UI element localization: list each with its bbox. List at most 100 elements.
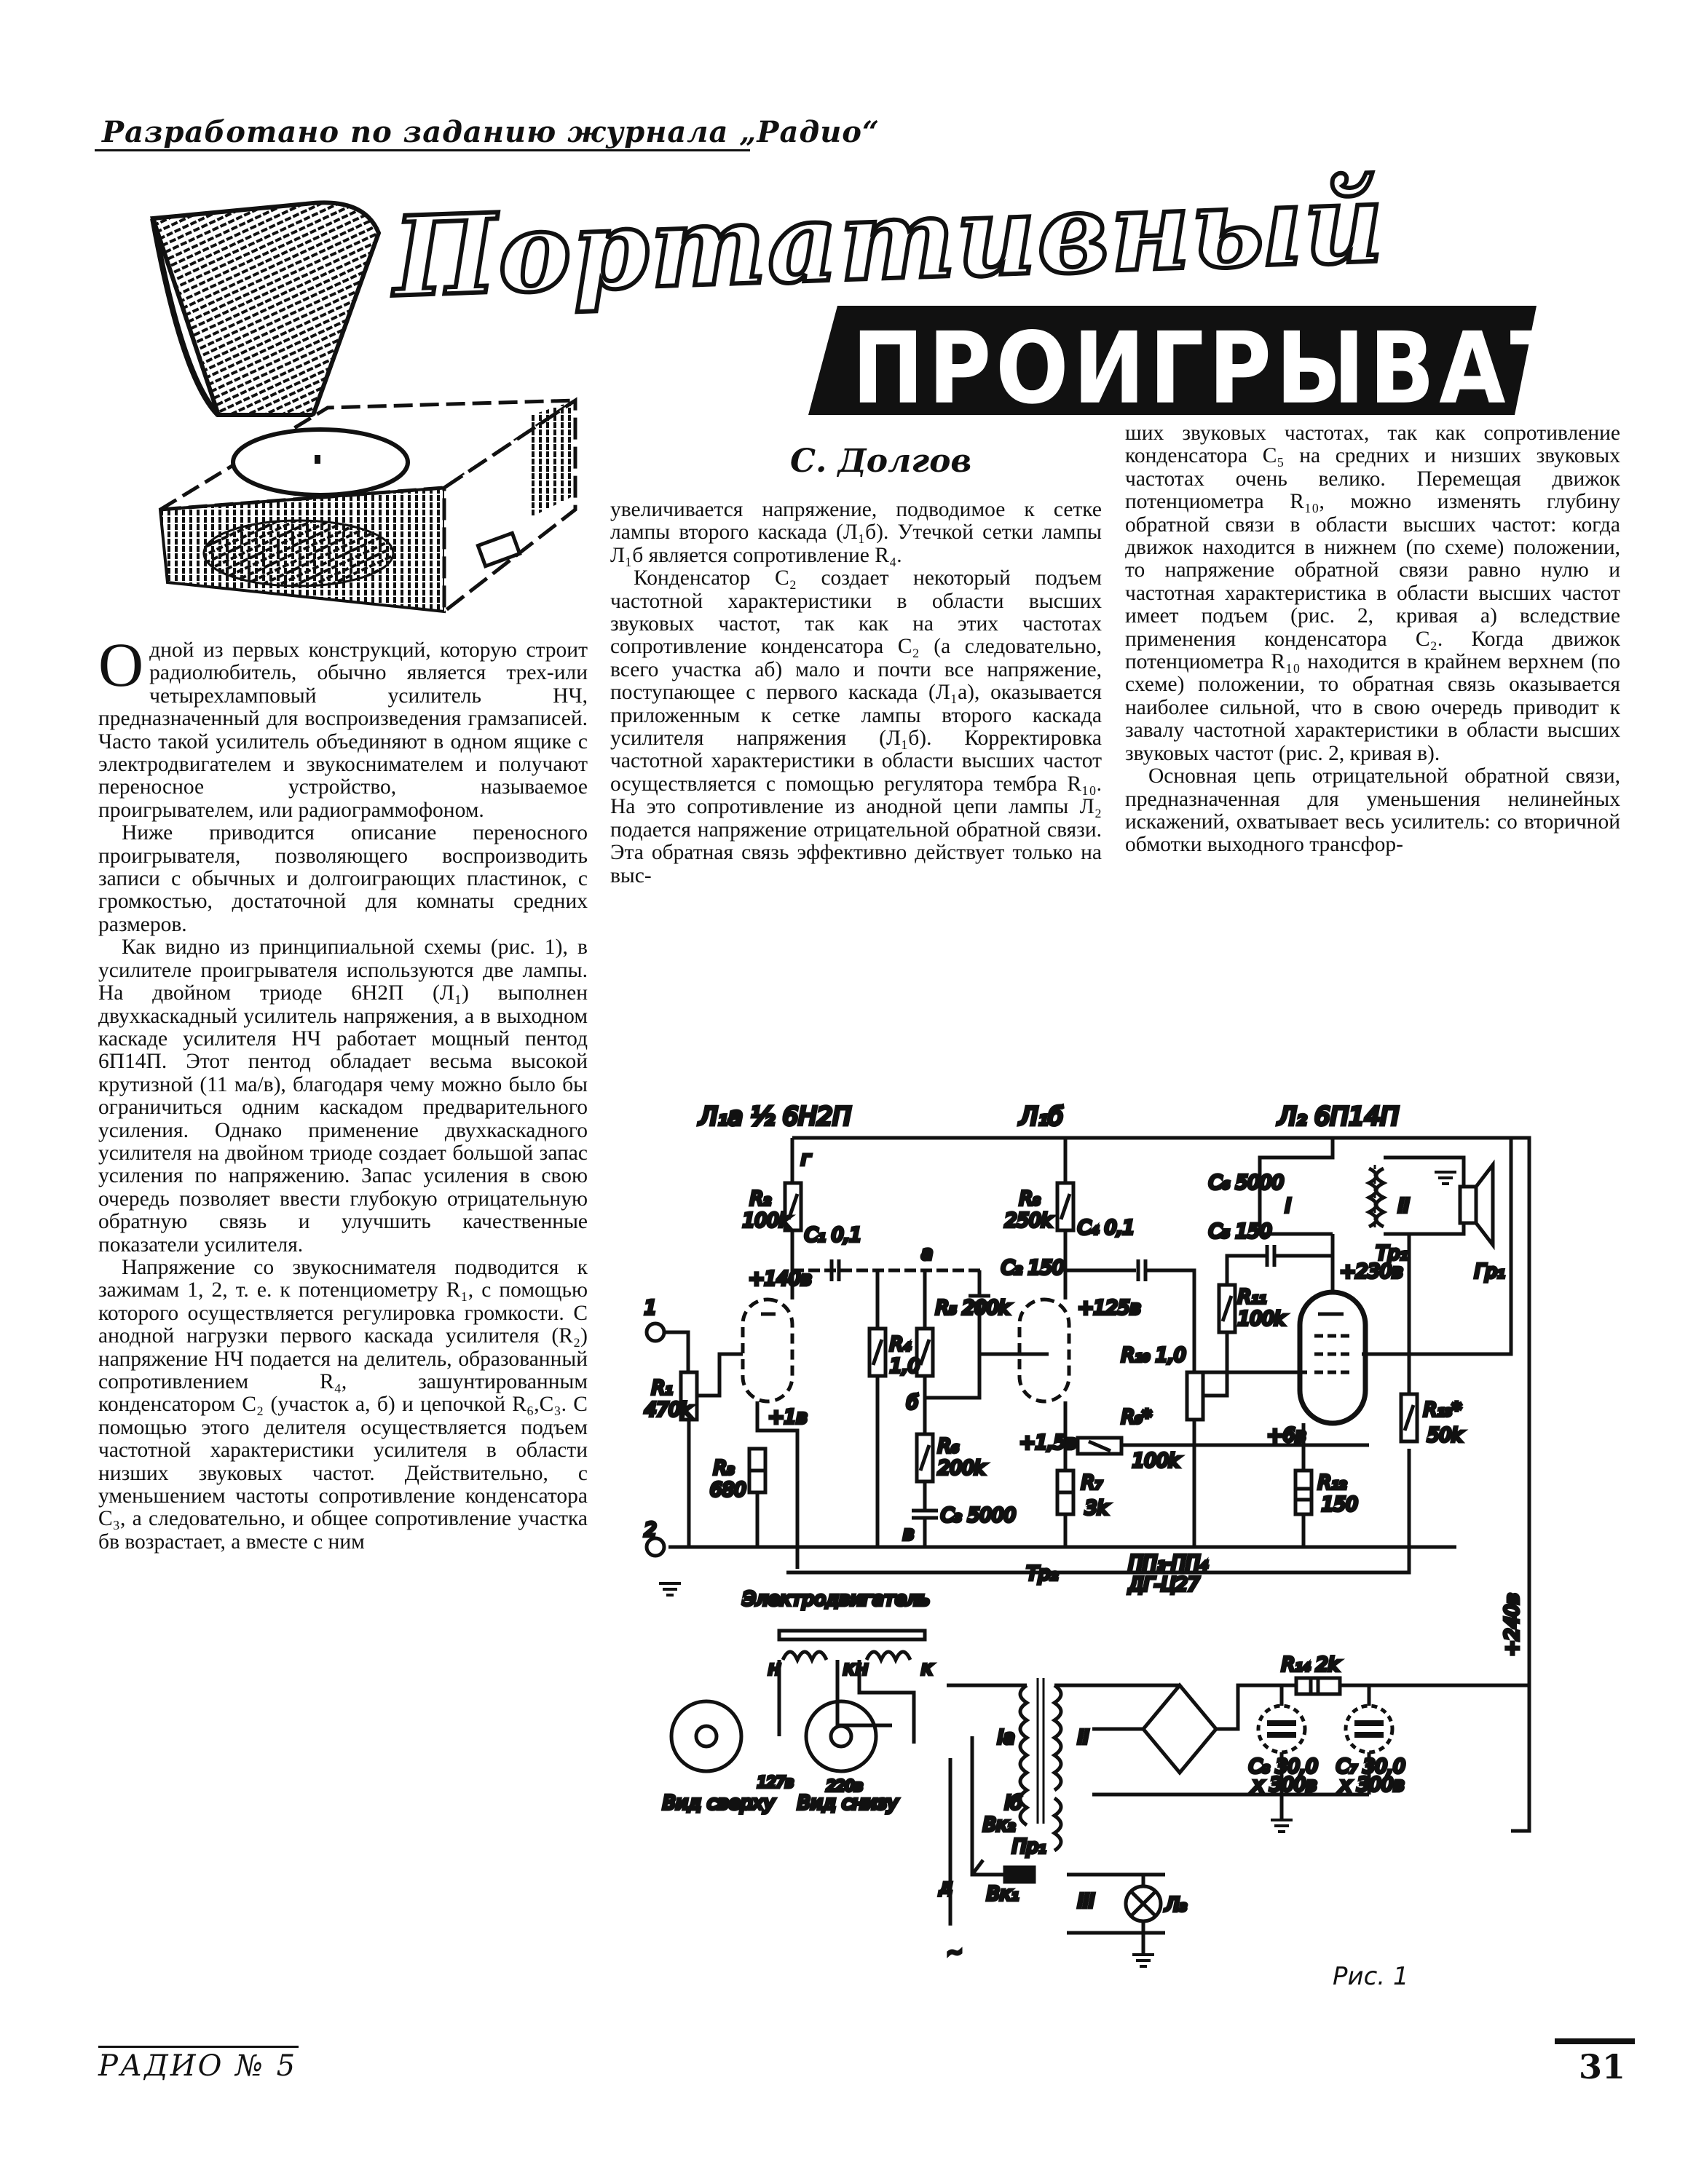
svg-text:R₉*: R₉* xyxy=(1121,1406,1152,1428)
svg-text:Л₃: Л₃ xyxy=(1164,1894,1187,1916)
svg-text:R₁₁: R₁₁ xyxy=(1238,1286,1266,1308)
author-byline: С. Долгов xyxy=(790,443,972,480)
svg-text:+1,5в: +1,5в xyxy=(1019,1432,1076,1454)
svg-text:470k: 470k xyxy=(644,1399,693,1421)
svg-text:R₆: R₆ xyxy=(938,1436,959,1457)
svg-text:100k: 100k xyxy=(743,1210,791,1232)
svg-text:R₄: R₄ xyxy=(890,1334,911,1356)
svg-text:+240в: +240в xyxy=(1502,1593,1523,1656)
svg-text:II: II xyxy=(1398,1195,1409,1217)
svg-text:н: н xyxy=(768,1658,781,1679)
label-l2: Л₂ 6П14П xyxy=(1277,1103,1399,1131)
svg-text:C₅ 150: C₅ 150 xyxy=(1209,1221,1271,1243)
kicker-line: Разработано по заданию журнала „Радио“ xyxy=(102,115,880,149)
svg-text:1: 1 xyxy=(644,1297,657,1319)
svg-text:Вид снизу: Вид снизу xyxy=(797,1792,899,1814)
page-number-rule xyxy=(1555,2038,1635,2044)
record-player-illustration xyxy=(149,200,582,616)
paragraph: Основная цепь отрицательной обратной свя… xyxy=(1125,764,1620,857)
svg-text:R₁₂: R₁₂ xyxy=(1318,1472,1346,1494)
svg-text:R₅ 200k: R₅ 200k xyxy=(936,1297,1010,1319)
svg-text:Iа: Iа xyxy=(998,1727,1015,1749)
svg-text:127в: 127в xyxy=(757,1773,794,1791)
svg-text:г: г xyxy=(801,1148,811,1170)
svg-text:50k: 50k xyxy=(1427,1425,1463,1447)
label-l1a: Л₁а ½ 6Н2П xyxy=(698,1103,851,1131)
article-column-2: увеличивается напряжение, подводимое к с… xyxy=(610,498,1102,887)
svg-text:R₇: R₇ xyxy=(1081,1472,1103,1494)
footer-rule xyxy=(98,2046,299,2048)
svg-text:Пр₁: Пр₁ xyxy=(1012,1836,1046,1858)
svg-text:R₁₀ 1,0: R₁₀ 1,0 xyxy=(1121,1345,1186,1366)
svg-text:x 300в: x 300в xyxy=(1252,1774,1317,1796)
svg-text:к: к xyxy=(843,1658,855,1679)
svg-text:x 300в: x 300в xyxy=(1339,1774,1405,1796)
svg-text:в: в xyxy=(903,1523,914,1545)
svg-text:1,0: 1,0 xyxy=(890,1356,920,1377)
svg-text:Тр₁: Тр₁ xyxy=(1376,1243,1408,1265)
svg-text:R₂: R₂ xyxy=(750,1188,771,1210)
journal-footer: РАДИО № 5 xyxy=(98,2049,298,2083)
figure-caption: Рис. 1 xyxy=(1333,1962,1409,1991)
svg-text:R₁₄ 2k: R₁₄ 2k xyxy=(1282,1654,1340,1676)
page-number: 31 xyxy=(1579,2047,1626,2086)
paragraph: увеличивается напряжение, подводимое к с… xyxy=(610,498,1102,567)
svg-text:к: к xyxy=(921,1658,933,1679)
article-column-3: ших звуковых частотах, так как сопротивл… xyxy=(1125,422,1620,857)
title-banner-background xyxy=(808,306,1537,415)
svg-text:C₄ 0,1: C₄ 0,1 xyxy=(1078,1217,1135,1239)
svg-text:ПП₁-ПП₄: ПП₁-ПП₄ xyxy=(1129,1552,1208,1574)
svg-text:C₃ 5000: C₃ 5000 xyxy=(941,1505,1016,1527)
circuit-schematic: Л₁а ½ 6Н2П Л₁б Л₂ 6П14П г R₂ 100k C₁ 0,1… xyxy=(643,1103,1531,1968)
svg-text:C₁ 0,1: C₁ 0,1 xyxy=(805,1224,861,1246)
svg-text:200k: 200k xyxy=(938,1457,986,1479)
svg-text:Вк₂: Вк₂ xyxy=(983,1814,1015,1836)
svg-text:R₃: R₃ xyxy=(714,1457,735,1479)
svg-text:100k: 100k xyxy=(1132,1450,1180,1472)
paragraph: Ниже приводится описание переносного про… xyxy=(98,821,588,936)
svg-text:+6в: +6в xyxy=(1267,1425,1306,1447)
paragraph: Напряжение со звукоснимателя подводится … xyxy=(98,1255,588,1554)
svg-text:Вк₁: Вк₁ xyxy=(987,1883,1019,1905)
svg-text:C₈ 30,0: C₈ 30,0 xyxy=(1249,1756,1318,1778)
svg-text:+1в: +1в xyxy=(768,1406,808,1428)
svg-text:Тр₂: Тр₂ xyxy=(1027,1563,1058,1585)
svg-text:250k: 250k xyxy=(1005,1210,1053,1232)
svg-text:а: а xyxy=(921,1243,933,1265)
svg-text:R₈: R₈ xyxy=(1019,1188,1041,1210)
drop-cap: О xyxy=(98,630,144,700)
svg-text:C₇ 30,0: C₇ 30,0 xyxy=(1336,1756,1405,1778)
svg-text:3k: 3k xyxy=(1085,1497,1109,1519)
svg-text:R₁: R₁ xyxy=(652,1377,673,1399)
svg-text:Электродвигатель: Электродвигатель xyxy=(742,1588,930,1610)
svg-text:2: 2 xyxy=(644,1519,657,1541)
paragraph: Как видно из принципиальной схемы (рис. … xyxy=(98,935,588,1257)
svg-text:+140в: +140в xyxy=(749,1268,812,1290)
svg-text:Iб: Iб xyxy=(1005,1792,1022,1814)
svg-text:150: 150 xyxy=(1322,1494,1358,1516)
paragraph: ших звуковых частотах, так как сопротивл… xyxy=(1125,422,1620,765)
svg-text:220в: 220в xyxy=(827,1777,863,1795)
svg-text:Вид сверху: Вид сверху xyxy=(663,1792,775,1814)
svg-text:100k: 100k xyxy=(1238,1308,1286,1330)
svg-text:~: ~ xyxy=(947,1942,963,1963)
svg-text:Гр₁: Гр₁ xyxy=(1475,1261,1504,1283)
svg-text:ДГ-Ц27: ДГ-Ц27 xyxy=(1128,1574,1200,1596)
svg-text:C₂ 150: C₂ 150 xyxy=(1001,1257,1064,1279)
svg-text:II: II xyxy=(1078,1727,1089,1749)
svg-text:I: I xyxy=(1285,1195,1291,1217)
kicker-underline xyxy=(95,149,750,151)
svg-text:+230в: +230в xyxy=(1340,1261,1403,1283)
label-l1b: Л₁б xyxy=(1018,1103,1063,1131)
svg-text:+125в: +125в xyxy=(1078,1297,1141,1319)
paragraph: Конденсатор C₂ создает некоторый подъем … xyxy=(610,566,1102,887)
svg-text:н: н xyxy=(856,1658,868,1679)
svg-text:C₆ 5000: C₆ 5000 xyxy=(1209,1172,1284,1194)
svg-text:д: д xyxy=(939,1876,952,1898)
svg-text:680: 680 xyxy=(710,1479,746,1501)
title-block-letters: ПРОИГРЫВАТЕЛЬ xyxy=(852,310,1704,426)
title-script: Портативный xyxy=(389,157,1389,323)
svg-text:R₁₃*: R₁₃* xyxy=(1424,1399,1462,1421)
